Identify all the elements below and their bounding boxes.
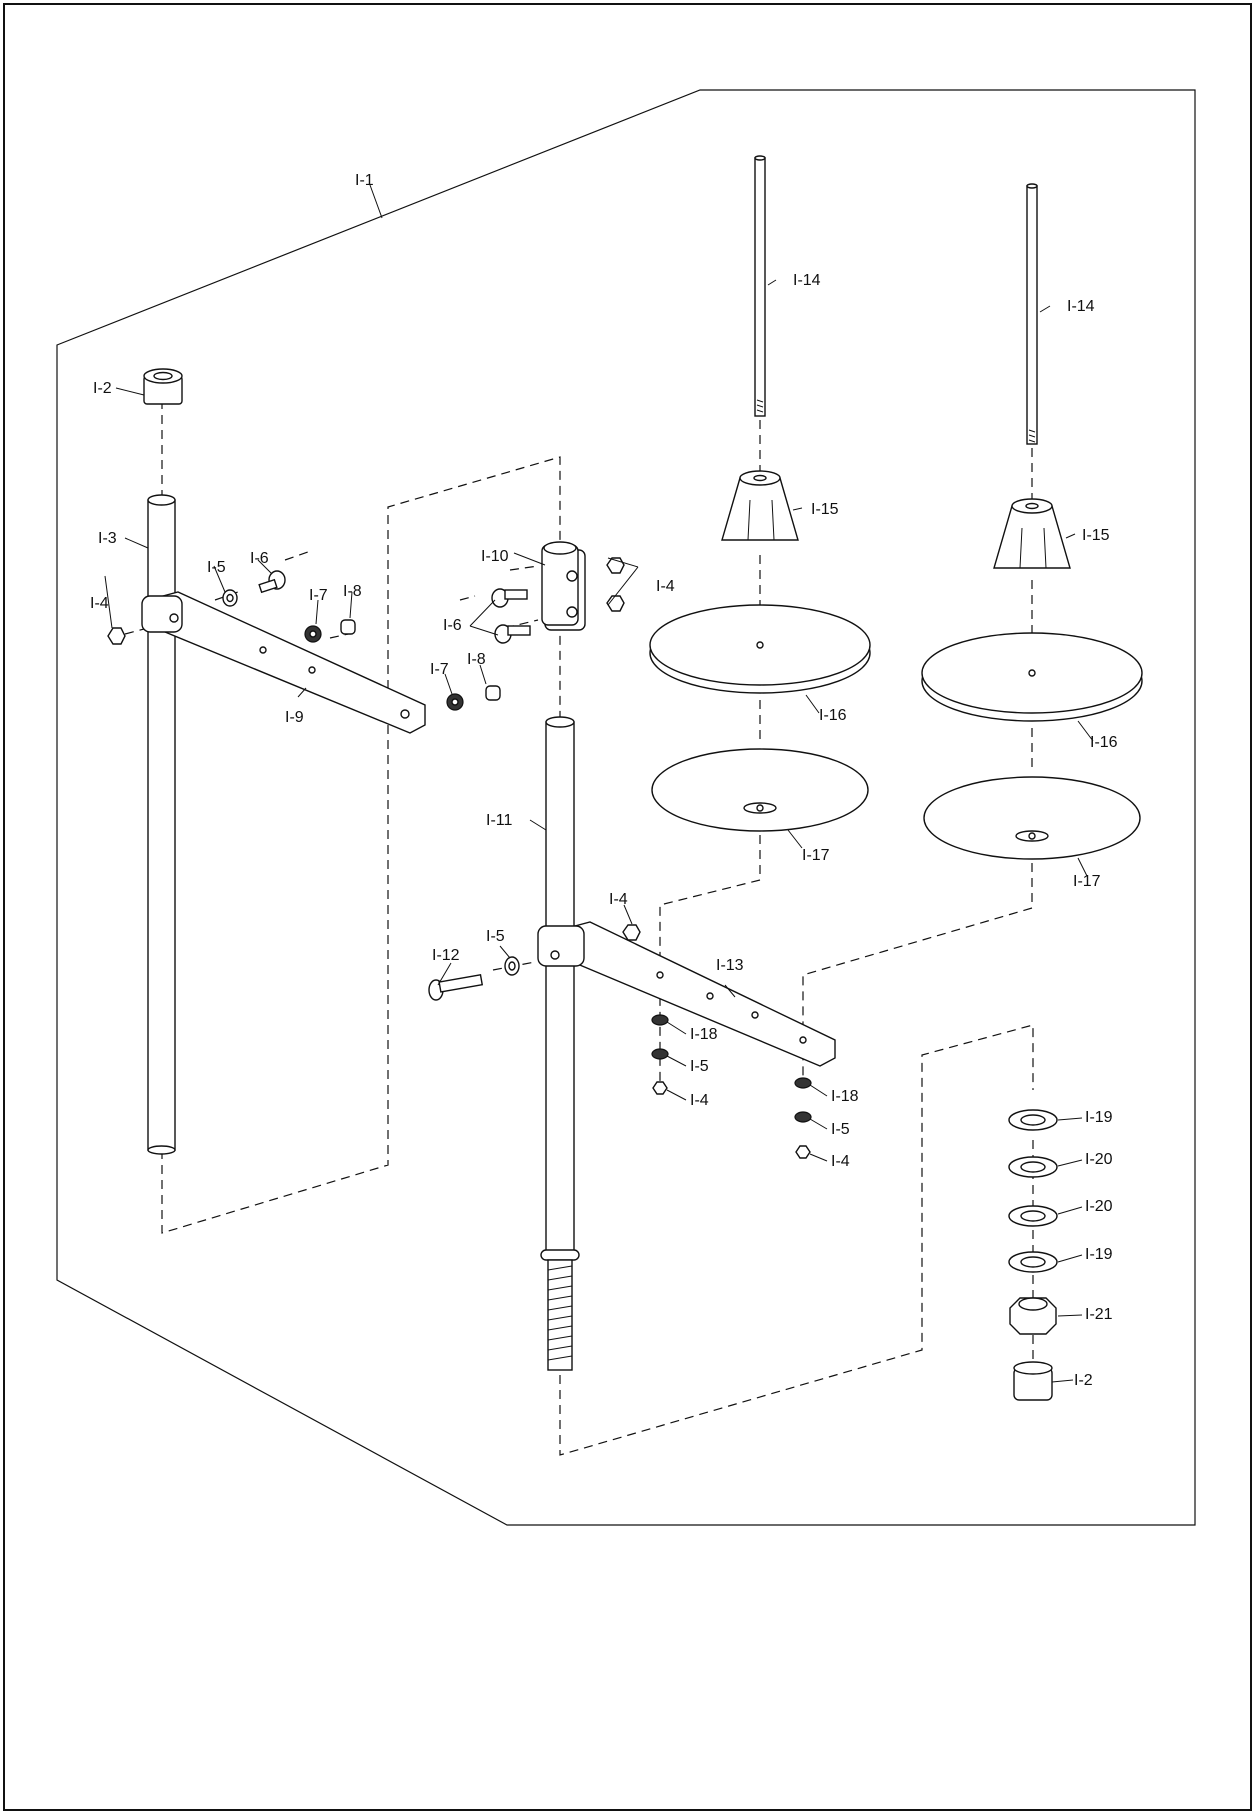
label-I-4-left: I-4	[90, 595, 109, 612]
label-I-2-top: I-2	[93, 380, 112, 397]
label-I-11: I-11	[486, 812, 512, 829]
left-arm	[141, 591, 426, 734]
label-I-18-spool2: I-18	[831, 1088, 859, 1105]
leader-lines	[104, 184, 1094, 1383]
label-I-21: I-21	[1085, 1306, 1113, 1323]
label-I-10: I-10	[481, 548, 509, 565]
assembly-guide-left	[161, 370, 561, 1234]
washer-right-arm	[504, 956, 520, 976]
nut-stack	[1008, 1109, 1058, 1401]
label-I-17-left: I-17	[802, 847, 830, 864]
assembly-guide-screws	[124, 551, 539, 971]
label-I-17-right: I-17	[1073, 873, 1101, 890]
fastener-left-1	[304, 625, 322, 643]
nut-left	[107, 627, 126, 645]
assembly-guide-right	[559, 1024, 1034, 1456]
label-I-9: I-9	[285, 709, 304, 726]
spool-disc-lower-2	[923, 776, 1141, 860]
label-I-6-bracket: I-6	[443, 617, 462, 634]
label-I-8-right: I-8	[467, 651, 486, 668]
pole-thread	[547, 1265, 573, 1361]
screw-left	[258, 570, 286, 594]
label-I-20-top: I-20	[1085, 1151, 1113, 1168]
spool-rod-2	[1026, 183, 1038, 445]
label-I-4-arm: I-4	[609, 891, 628, 908]
label-I-14-left: I-14	[793, 272, 821, 289]
spool-plate-upper-2	[921, 632, 1143, 722]
label-I-2-bottom: I-2	[1074, 1372, 1093, 1389]
spool-plate-upper-1	[649, 604, 871, 694]
label-I-7-right: I-7	[430, 661, 449, 678]
spool-hardware-1	[651, 1014, 669, 1095]
center-pole	[540, 716, 580, 1371]
washer-left	[222, 589, 238, 607]
label-I-19-top: I-19	[1085, 1109, 1113, 1126]
label-I-8-left: I-8	[343, 583, 362, 600]
spacer-left-2	[485, 685, 501, 701]
label-I-19-bottom: I-19	[1085, 1246, 1113, 1263]
spool-disc-lower-1	[651, 748, 869, 832]
label-I-6-left: I-6	[250, 550, 269, 567]
nut-bracket-2	[606, 595, 625, 612]
nut-right-arm	[622, 924, 641, 941]
screw-bracket-2	[494, 624, 531, 644]
pole-bracket	[541, 541, 586, 631]
label-I-7-left: I-7	[309, 587, 328, 604]
label-I-12: I-12	[432, 947, 460, 964]
label-I-5-spool1: I-5	[690, 1058, 709, 1075]
bolt-long	[428, 973, 484, 1001]
label-I-4-spool1: I-4	[690, 1092, 709, 1109]
label-I-1: I-1	[355, 172, 374, 189]
label-I-20-bottom: I-20	[1085, 1198, 1113, 1215]
spool-hardware-2	[794, 1077, 812, 1159]
label-I-5-arm: I-5	[486, 928, 505, 945]
label-I-15-right: I-15	[1082, 527, 1110, 544]
label-I-15-left: I-15	[811, 501, 839, 518]
label-I-16-right: I-16	[1090, 734, 1118, 751]
label-I-5-left: I-5	[207, 559, 226, 576]
spacer-left-1	[340, 619, 356, 635]
cap-top	[143, 368, 183, 405]
spool-holder-1	[721, 470, 799, 541]
right-arm	[537, 921, 836, 1067]
fastener-left-2	[446, 693, 464, 711]
label-I-13: I-13	[716, 957, 744, 974]
label-I-5-spool2: I-5	[831, 1121, 850, 1138]
spool-holder-2	[993, 498, 1071, 569]
label-I-14-right: I-14	[1067, 298, 1095, 315]
assembly-boundary	[56, 89, 1196, 1526]
part-labels: I-1 I-2 I-2 I-3 I-4 I-4 I-4 I-4 I-4 I-5 …	[90, 172, 1118, 1389]
label-I-16-left: I-16	[819, 707, 847, 724]
label-I-3: I-3	[98, 530, 117, 547]
drawing-frame	[3, 3, 1252, 1811]
spool-rod-1	[754, 155, 766, 417]
label-I-4-bracket: I-4	[656, 578, 675, 595]
screw-bracket-1	[491, 588, 528, 608]
label-I-18-spool1: I-18	[690, 1026, 718, 1043]
label-I-4-spool2: I-4	[831, 1153, 850, 1170]
